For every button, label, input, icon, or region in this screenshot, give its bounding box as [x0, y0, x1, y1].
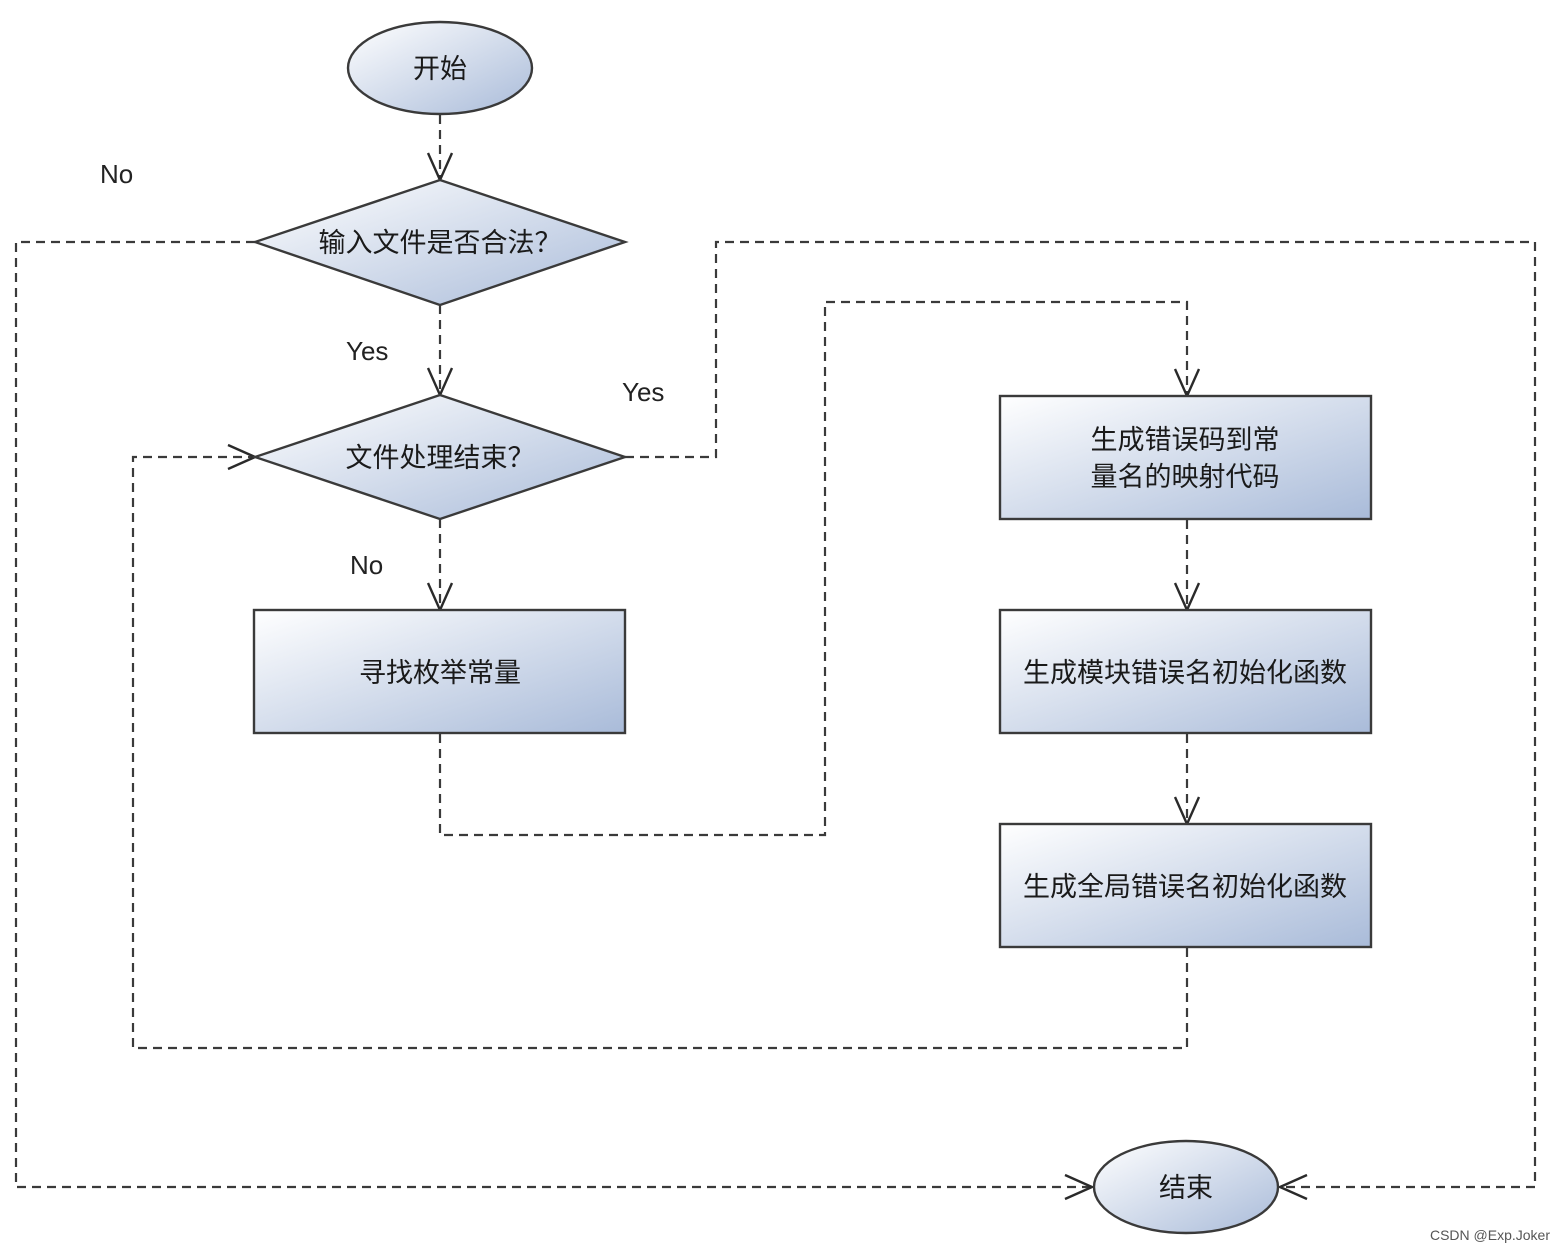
done-yes-label: Yes — [622, 377, 664, 407]
edge-input-no-to-end — [14, 240, 1092, 1189]
start-node-label: 开始 — [413, 54, 467, 85]
watermark-text: CSDN @Exp.Joker — [1430, 1227, 1550, 1243]
gen-map-label-line1: 生成错误码到常 — [1091, 425, 1280, 456]
edge-find-enum-to-gen-map — [438, 300, 1189, 837]
end-node: 结束 — [1092, 1139, 1280, 1235]
find-enum-label: 寻找枚举常量 — [359, 658, 521, 689]
find-enum-process: 寻找枚举常量 — [252, 608, 627, 735]
input-no-label: No — [100, 159, 133, 189]
start-node: 开始 — [346, 20, 534, 116]
done-check-decision: 文件处理结束？ — [251, 393, 629, 521]
input-yes-label: Yes — [346, 336, 388, 366]
gen-global-label: 生成全局错误名初始化函数 — [1023, 872, 1347, 903]
arrowhead-end-left — [1064, 1173, 1095, 1201]
nodes: 开始 输入文件是否合法？ 文件处理结束？ 寻找枚举常量 生成错误码到常 量名的映… — [251, 20, 1373, 1235]
gen-map-process: 生成错误码到常 量名的映射代码 — [998, 394, 1373, 521]
input-check-label: 输入文件是否合法？ — [319, 228, 562, 259]
gen-map-label-line2: 量名的映射代码 — [1091, 462, 1280, 493]
end-node-label: 结束 — [1159, 1173, 1213, 1204]
gen-global-process: 生成全局错误名初始化函数 — [998, 822, 1373, 949]
gen-module-process: 生成模块错误名初始化函数 — [998, 608, 1373, 735]
done-no-label: No — [350, 550, 383, 580]
input-check-decision: 输入文件是否合法？ — [251, 178, 629, 307]
edge-labels: No Yes Yes No — [100, 159, 664, 580]
edge-done-yes-to-end — [625, 240, 1537, 1189]
edge-gen-global-loop-to-done-check — [131, 455, 1189, 1050]
gen-module-label: 生成模块错误名初始化函数 — [1023, 658, 1347, 689]
arrowhead-end-right — [1277, 1173, 1308, 1201]
done-check-label: 文件处理结束？ — [346, 443, 535, 474]
edges — [14, 115, 1537, 1201]
